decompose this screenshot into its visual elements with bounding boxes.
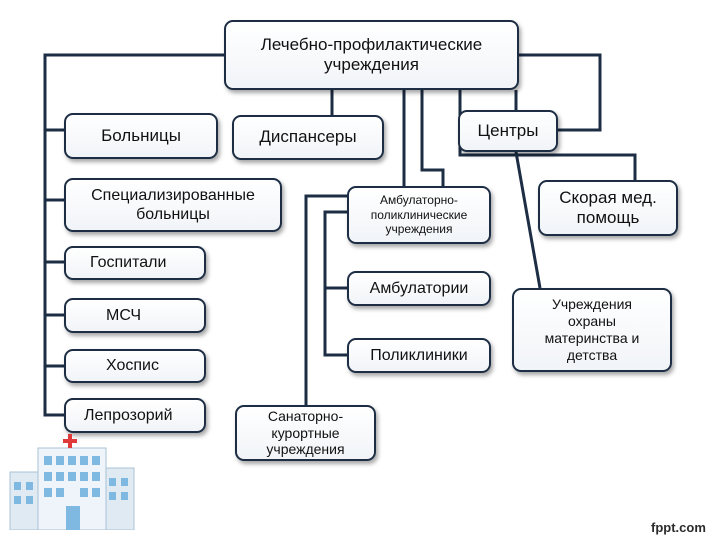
leprosarium-node: Лепрозорий: [64, 398, 206, 433]
connector-root-outpatient: [420, 90, 445, 186]
military-hospitals-label: Госпитали: [90, 254, 167, 272]
connector-root-hospitals: [43, 53, 224, 132]
polyclinics-node: Поликлиники: [347, 338, 491, 373]
sanatorium-node: Санаторно- курортные учреждения: [235, 405, 376, 461]
specialized-hospitals-node: Специализированные больницы: [64, 178, 282, 232]
connector-root-centers: [519, 53, 602, 132]
root-node: Лечебно-профилактические учреждения: [224, 20, 519, 90]
watermark: fppt.com: [651, 520, 706, 535]
dispensaries-label: Диспансеры: [259, 127, 357, 147]
medical-cross-icon: [63, 434, 77, 448]
military-hospitals-node: Госпитали: [64, 246, 206, 280]
outpatient-polyclinic-label: Амбулаторно- поликлинические учреждения: [370, 193, 468, 237]
maternal-child-label: Учреждения охраны материнства и детства: [544, 296, 640, 363]
hospital-building-icon: [9, 434, 135, 530]
msch-label: МСЧ: [106, 306, 142, 324]
root-label: Лечебно-профилактические учреждения: [260, 34, 483, 74]
connector-hospital-spine: [43, 130, 64, 417]
specialized-hospitals-label: Специализированные больницы: [91, 186, 255, 223]
connector-outpatient-spine: [323, 210, 347, 357]
hospice-label: Хоспис: [106, 357, 159, 375]
leprosarium-label: Лепрозорий: [84, 406, 173, 424]
outpatient-polyclinic-node: Амбулаторно- поликлинические учреждения: [347, 186, 491, 244]
dispensaries-node: Диспансеры: [232, 115, 384, 160]
hospitals-label: Больницы: [101, 125, 181, 145]
centers-node: Центры: [458, 110, 558, 152]
maternal-child-node: Учреждения охраны материнства и детства: [512, 288, 672, 372]
hospice-node: Хоспис: [64, 349, 206, 383]
sanatorium-label: Санаторно- курортные учреждения: [266, 407, 345, 458]
hospitals-node: Больницы: [64, 113, 218, 159]
ambulatories-label: Амбулатории: [369, 279, 469, 297]
emergency-care-label: Скорая мед. помощь: [559, 187, 657, 227]
polyclinics-label: Поликлиники: [370, 346, 468, 364]
emergency-care-node: Скорая мед. помощь: [538, 180, 678, 236]
centers-label: Центры: [477, 120, 539, 140]
ambulatories-node: Амбулатории: [347, 271, 491, 306]
msch-node: МСЧ: [64, 298, 206, 333]
